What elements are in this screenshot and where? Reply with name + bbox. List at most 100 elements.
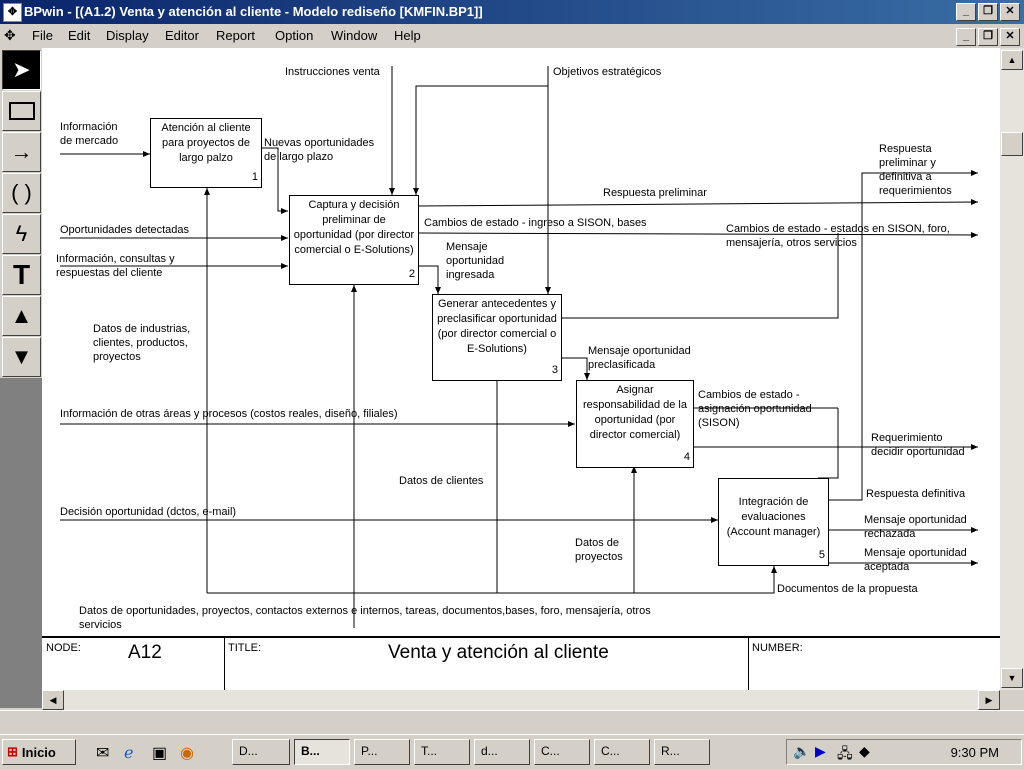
label-resp-prelim: Respuesta preliminar: [603, 187, 707, 199]
menu-edit[interactable]: Edit: [68, 28, 91, 43]
document-icon[interactable]: ✥: [4, 27, 16, 43]
footer-node-label: NODE:: [46, 642, 81, 654]
restore-button[interactable]: ❐: [978, 3, 998, 21]
minimize-button[interactable]: _: [956, 3, 976, 21]
task-word-1[interactable]: P...: [354, 739, 410, 765]
title-bar: ✥ BPwin - [(A1.2) Venta y atención al cl…: [0, 0, 1024, 24]
activity-box-1-label: Atención al cliente para proyectos de la…: [161, 122, 251, 164]
quicklaunch-desktop-icon[interactable]: ▣: [152, 745, 168, 762]
activity-box-3-label: Generar antecedentes y preclasificar opo…: [437, 298, 557, 355]
scroll-up-icon[interactable]: ▲: [1001, 50, 1023, 70]
clock[interactable]: 9:30 PM: [950, 745, 999, 760]
text-tool-icon[interactable]: T: [2, 255, 41, 295]
label-mensaje-precl: Mensaje oportunidad preclasificada: [588, 345, 691, 371]
label-cambios1: Cambios de estado - ingreso a SISON, bas…: [424, 217, 647, 229]
diagram-footer: NODE: A12 TITLE: Venta y atención al cli…: [42, 636, 1000, 690]
window-title: BPwin - [(A1.2) Venta y atención al clie…: [24, 4, 483, 19]
quicklaunch-outlook-icon[interactable]: ✉: [96, 745, 110, 762]
activity-box-2[interactable]: Captura y decisión preliminar de oportun…: [289, 195, 419, 285]
task-label: B...: [301, 744, 320, 758]
menu-display[interactable]: Display: [106, 28, 149, 43]
go-to-parent-icon[interactable]: ▲: [2, 296, 41, 336]
activity-box-3-number: 3: [551, 364, 558, 376]
arrow-tool-icon[interactable]: →: [2, 132, 41, 172]
scroll-down-icon[interactable]: ▼: [1001, 668, 1023, 688]
activity-box-4-label: Asignar responsabilidad de la oportunida…: [583, 384, 687, 441]
activity-box-3[interactable]: Generar antecedentes y preclasificar opo…: [432, 294, 562, 381]
vertical-scrollbar[interactable]: ▲ ▼: [1000, 48, 1024, 690]
activity-box-5-label: Integración de evaluaciones (Account man…: [726, 496, 821, 538]
label-datos-ind: Datos de industrias, clientes, productos…: [93, 323, 191, 363]
toolbox-background: [0, 378, 42, 708]
start-label: Inicio: [21, 744, 56, 760]
activity-box-4-number: 4: [683, 451, 690, 463]
label-nuevas: Nuevas oportunidades de largo plazo: [264, 137, 375, 163]
task-folder-1[interactable]: D...: [232, 739, 290, 765]
task-folder-2[interactable]: d...: [474, 739, 530, 765]
label-cambios3: Cambios de estado - asignación oportunid…: [698, 389, 812, 429]
start-button[interactable]: ⊞ Inicio: [2, 739, 76, 765]
task-label: C...: [541, 744, 560, 758]
activity-box-5-number: 5: [818, 549, 825, 561]
quicklaunch-media-icon[interactable]: ◉: [180, 745, 194, 762]
footer-title-value: Venta y atención al cliente: [388, 642, 609, 663]
scroll-right-icon[interactable]: ▶: [978, 690, 1000, 710]
activity-box-2-label: Captura y decisión preliminar de oportun…: [293, 199, 415, 256]
label-info-mercado: Información de mercado: [60, 121, 119, 147]
menu-editor[interactable]: Editor: [165, 28, 199, 43]
go-to-child-icon[interactable]: ▼: [2, 337, 41, 377]
toolbox: ➤ → ( ) ϟ T ▲ ▼: [0, 48, 42, 378]
box-tool-icon[interactable]: [2, 91, 41, 131]
task-word-3[interactable]: C...: [534, 739, 590, 765]
bpwin-app-icon[interactable]: ✥: [3, 3, 22, 22]
activity-box-4[interactable]: Asignar responsabilidad de la oportunida…: [576, 380, 694, 468]
label-instrucciones: Instrucciones venta: [285, 66, 380, 78]
network-icon[interactable]: 🖧: [837, 745, 853, 761]
mdi-close-button[interactable]: ✕: [1000, 28, 1020, 46]
squiggle-tool-icon[interactable]: ϟ: [2, 214, 41, 254]
task-label: R...: [661, 744, 680, 758]
task-search[interactable]: R...: [654, 739, 710, 765]
horizontal-scrollbar[interactable]: ◀ ▶: [42, 690, 1000, 710]
label-msg-acep: Mensaje oportunidad aceptada: [864, 547, 967, 573]
mdi-restore-button[interactable]: ❐: [978, 28, 998, 46]
tray-app-icon[interactable]: ◆: [859, 743, 870, 759]
diagram-canvas[interactable]: Atención al cliente para proyectos de la…: [42, 48, 1000, 690]
mdi-minimize-button[interactable]: _: [956, 28, 976, 46]
label-mensaje-ingr: Mensaje oportunidad ingresada: [446, 241, 505, 281]
menu-option[interactable]: Option: [275, 28, 314, 43]
label-decision: Decisión oportunidad (dctos, e-mail): [60, 506, 237, 518]
label-datos-oport: Datos de oportunidades, proyectos, conta…: [79, 605, 651, 631]
vertical-scroll-thumb[interactable]: [1001, 132, 1023, 156]
footer-node-cell: NODE: A12: [42, 638, 225, 690]
activity-box-1[interactable]: Atención al cliente para proyectos de la…: [150, 118, 262, 188]
menu-window[interactable]: Window: [331, 28, 378, 43]
task-label: T...: [421, 744, 438, 758]
task-word-2[interactable]: T...: [414, 739, 470, 765]
activity-box-5[interactable]: Integración de evaluaciones (Account man…: [718, 478, 829, 566]
footer-number-cell: NUMBER:: [748, 638, 998, 690]
close-button[interactable]: ✕: [1000, 3, 1020, 21]
menu-help[interactable]: Help: [394, 28, 421, 43]
menu-report[interactable]: Report: [216, 28, 256, 43]
label-objetivos: Objetivos estratégicos: [553, 66, 662, 78]
quicklaunch-ie-icon[interactable]: ℯ: [124, 745, 134, 762]
windows-logo-icon: ⊞: [7, 744, 18, 759]
label-cambios2: Cambios de estado - estados en SISON, fo…: [726, 223, 950, 249]
task-word-4[interactable]: C...: [594, 739, 650, 765]
label-datos-clientes: Datos de clientes: [399, 475, 484, 487]
task-label: D...: [239, 744, 258, 758]
menu-file[interactable]: File: [32, 28, 53, 43]
volume-icon[interactable]: 🔈: [793, 743, 811, 759]
label-datos-proy: Datos de proyectos: [575, 537, 623, 563]
task-bpwin[interactable]: B...: [294, 739, 350, 765]
media-player-tray-icon[interactable]: ▶: [815, 743, 826, 759]
footer-title-label: TITLE:: [228, 642, 262, 654]
activity-box-2-number: 2: [408, 268, 415, 280]
scroll-left-icon[interactable]: ◀: [42, 690, 64, 710]
pointer-tool-icon[interactable]: ➤: [2, 50, 41, 90]
tunnel-tool-icon[interactable]: ( ): [2, 173, 41, 213]
label-oport-det: Oportunidades detectadas: [60, 224, 190, 236]
label-info-otras: Información de otras áreas y procesos (c…: [60, 408, 398, 420]
arrow-layer: [60, 66, 979, 628]
